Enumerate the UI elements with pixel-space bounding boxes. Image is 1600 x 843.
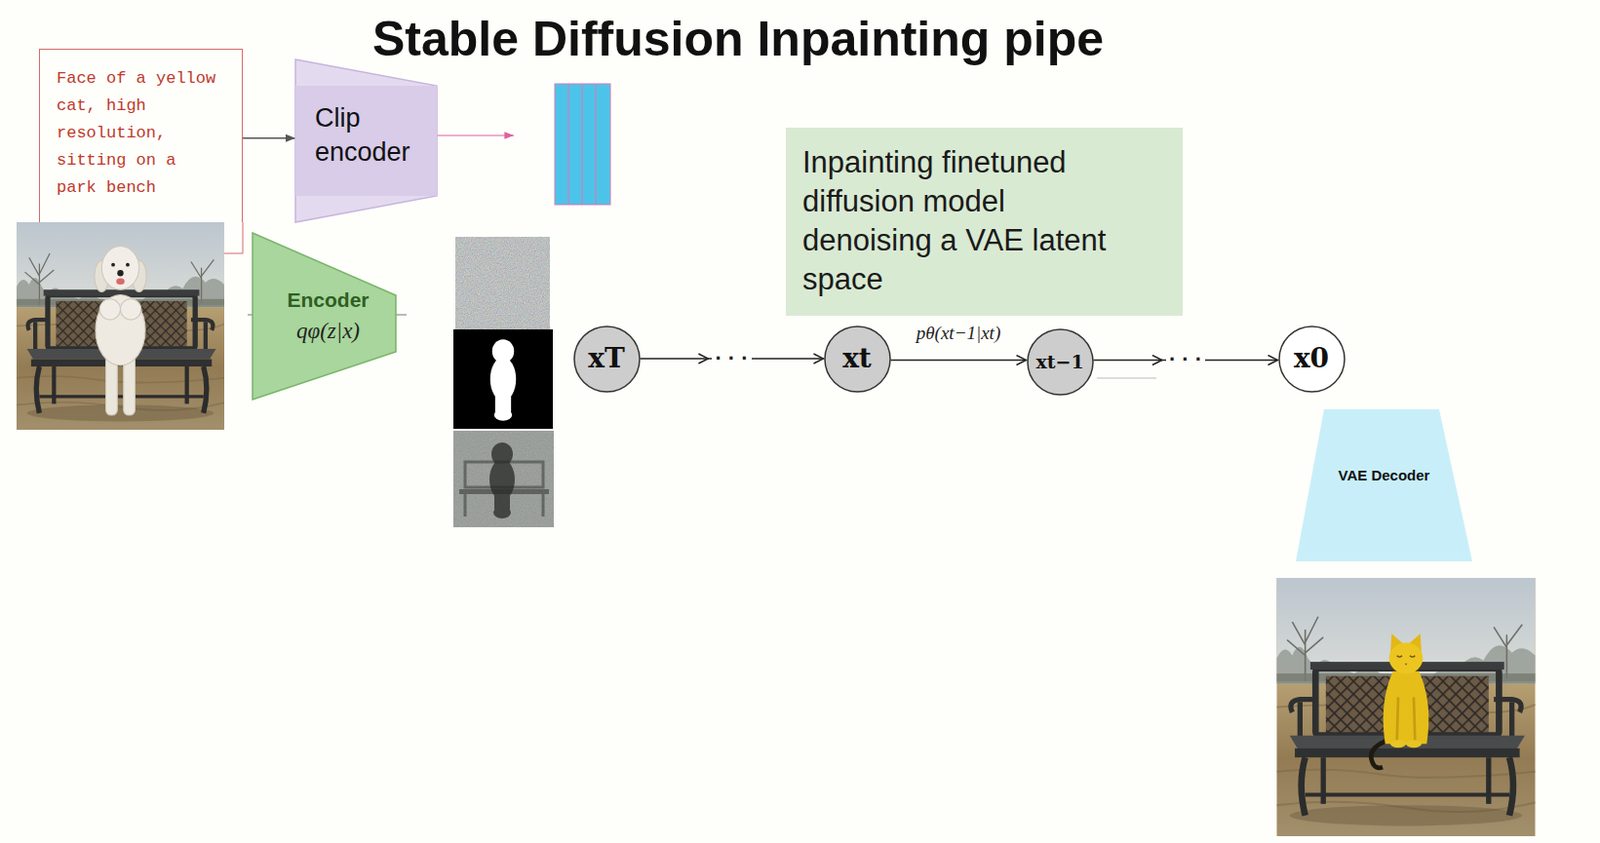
latent-state-circle: xt	[823, 325, 892, 393]
vae-decoder-outline	[1295, 409, 1473, 562]
clip-encoder: Clip encoder	[295, 59, 437, 223]
edge-label-wrap: · · ·	[1166, 347, 1206, 373]
edge-label: · · ·	[711, 346, 751, 371]
trapezoid	[295, 59, 437, 223]
latent-state-circle: xt−1	[1026, 328, 1094, 396]
edge-label-wrap: · · ·	[711, 346, 751, 372]
node-label: Encoder	[260, 287, 396, 313]
output-photo	[1277, 578, 1536, 837]
connector	[242, 137, 296, 139]
node-label: xt	[842, 344, 872, 374]
title-wrap: Stable Diffusion Inpainting pipe	[372, 9, 1104, 69]
connector	[891, 359, 1027, 361]
node-label: xT	[587, 344, 625, 374]
noise-latent	[455, 236, 550, 330]
vae-encoder: Encoder qφ(z|x)	[252, 233, 396, 400]
underline	[1096, 378, 1157, 380]
masked-latent	[453, 430, 554, 528]
edge-label: · · ·	[1166, 347, 1206, 372]
circle	[824, 326, 891, 392]
node-label: Face of a yellow cat, high resolution, s…	[56, 65, 221, 202]
input-photo	[16, 222, 225, 430]
trapezoid	[252, 233, 396, 400]
latent-state-circle: x0	[1278, 325, 1346, 393]
node-label: Inpainting finetuned diffusion model den…	[802, 143, 1139, 300]
prompt-box: Face of a yellow cat, high resolution, s…	[39, 48, 243, 223]
node-label: Clip encoder	[314, 101, 425, 170]
node-label: xt−1	[1035, 347, 1084, 377]
edge-label-wrap: pθ(xt−1|xt)	[913, 322, 1004, 346]
model-note-box: Inpainting finetuned diffusion model den…	[785, 127, 1183, 316]
text-embedding	[554, 83, 611, 205]
node-label: x0	[1293, 344, 1329, 374]
inner-panel	[295, 85, 437, 196]
circle	[1279, 326, 1345, 392]
latent-state-circle: xT	[573, 325, 641, 393]
box-outline	[224, 222, 243, 254]
mask-image	[453, 329, 553, 430]
node-label: VAE Decoder	[1295, 466, 1473, 486]
vae-encoder-outline	[252, 233, 396, 400]
title: Stable Diffusion Inpainting pipe	[372, 9, 1104, 69]
circle	[574, 326, 640, 392]
trapezoid	[1295, 409, 1473, 562]
edge-label: pθ(xt−1|xt)	[913, 322, 1004, 344]
circle	[1027, 329, 1093, 395]
vae-decoder: VAE Decoder	[1295, 409, 1473, 562]
embedding-arrow	[436, 134, 514, 136]
node-sublabel: qφ(z|x)	[260, 316, 396, 347]
